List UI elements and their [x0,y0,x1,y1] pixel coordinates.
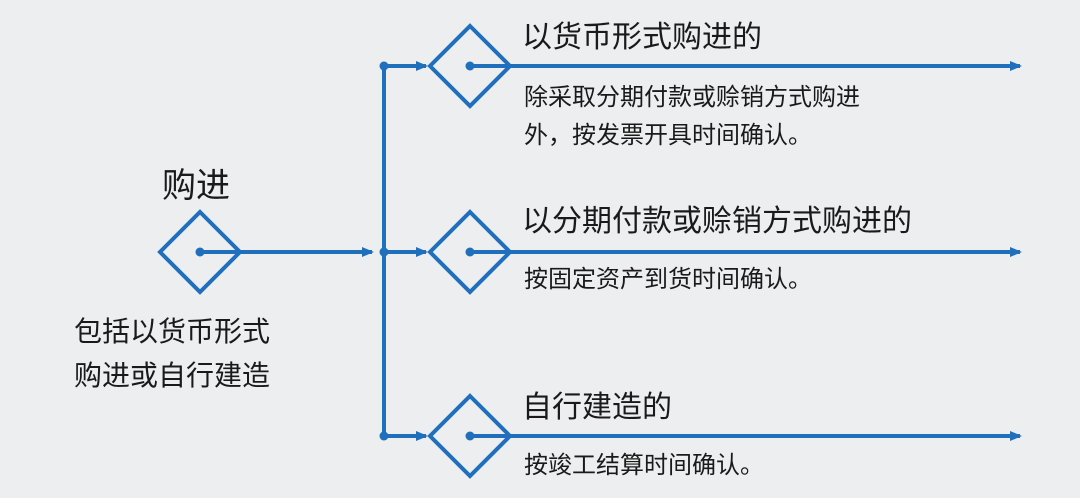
branch-node-1 [384,23,1022,109]
branch-2-diamond-icon [427,209,513,295]
root-title: 购进 [162,166,230,206]
branch-3-diamond-icon [427,393,513,479]
branch-2-description: 按固定资产到货时间确认。 [524,265,812,293]
branch-3-description: 按竣工结算时间确认。 [524,451,764,479]
root-diamond-icon [157,209,243,295]
branch-1-title: 以货币形式购进的 [522,20,762,55]
branch-node-3 [384,393,1022,479]
branch-1-description: 除采取分期付款或赊销方式购进 外，按发票开具时间确认。 [524,83,860,149]
root-description: 包括以货币形式 购进或自行建造 [74,315,271,392]
branch-3-title: 自行建造的 [522,390,672,425]
branch-2-title: 以分期付款或赊销方式购进的 [522,204,912,239]
branch-node-2 [384,209,1022,295]
branch-1-diamond-icon [427,23,513,109]
